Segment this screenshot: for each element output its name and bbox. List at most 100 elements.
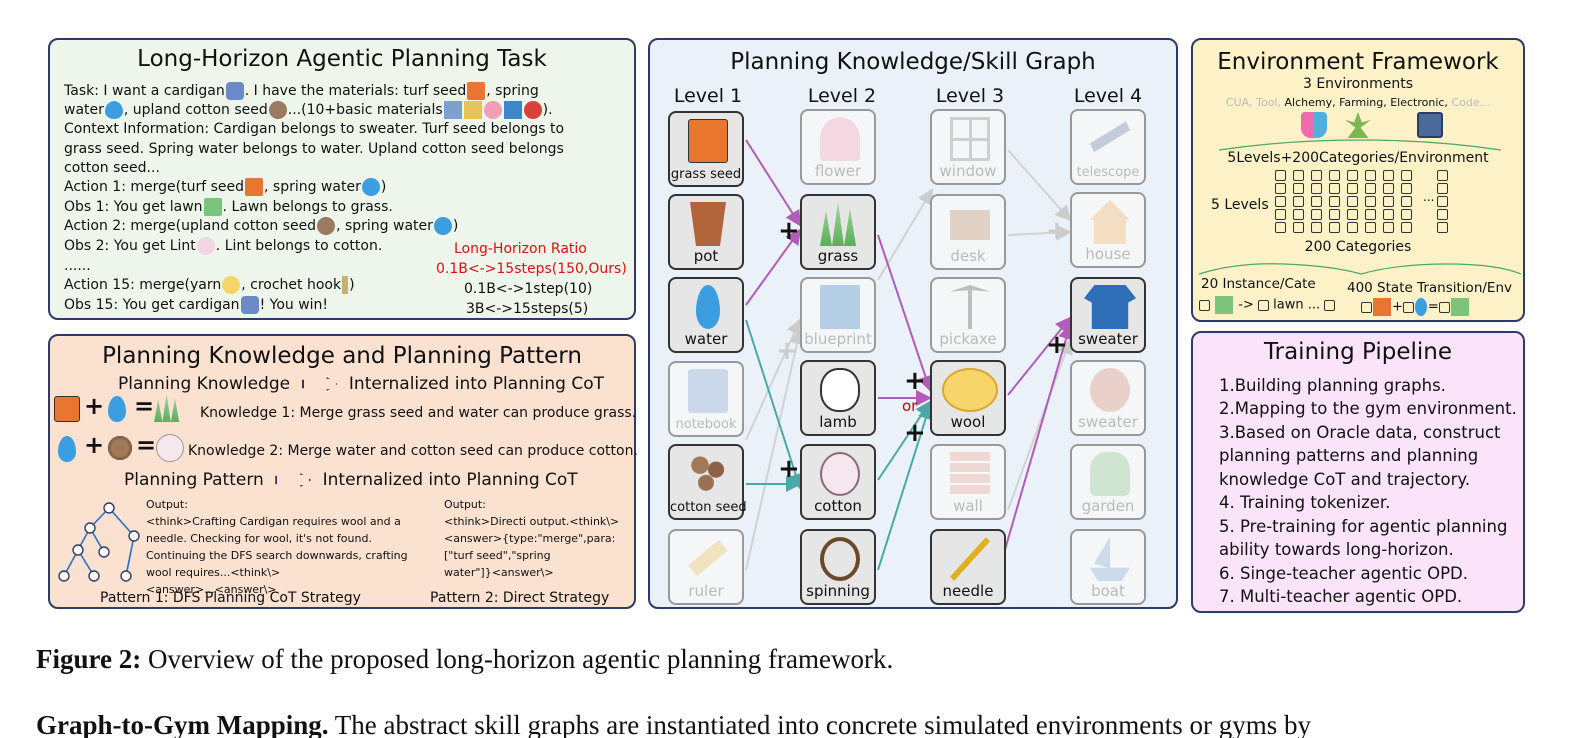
level-3-label: Level 3 xyxy=(935,85,1005,107)
task-title: Long-Horizon Agentic Planning Task xyxy=(137,46,547,72)
water-drop-icon xyxy=(1414,298,1427,316)
training-step: 5. Pre-training for agentic planning xyxy=(1219,517,1508,536)
obs-1-rest: . Lawn belongs to grass. xyxy=(222,199,393,215)
equals-symbol: = xyxy=(1427,299,1439,315)
node-label: telescope xyxy=(1076,165,1140,180)
cotton-seed-icon xyxy=(688,452,728,496)
node-grass[interactable]: grass xyxy=(800,194,876,270)
node-label: pot xyxy=(693,247,719,265)
output-1-line: needle. Checking for wool, it's not foun… xyxy=(146,532,372,545)
yarn-icon xyxy=(222,276,241,294)
training-step: 7. Multi-teacher agentic OPD. xyxy=(1219,587,1463,606)
obs-2-text: Obs 2: You get Lint xyxy=(64,238,196,254)
node-label: spinning xyxy=(806,582,870,600)
desk-icon xyxy=(950,210,990,240)
water-drop-icon xyxy=(696,285,720,329)
plus-symbol: + xyxy=(1046,216,1068,246)
notebook-icon xyxy=(688,369,728,413)
node-notebook[interactable]: notebook xyxy=(668,361,744,437)
category-square xyxy=(1437,170,1448,181)
body-label: Graph-to-Gym Mapping. xyxy=(36,710,329,738)
obs-2-line: Obs 2: You get Lint . Lint belongs to cot… xyxy=(64,237,382,256)
levels-categories: 5Levels+200Categories/Environment xyxy=(1227,150,1489,166)
training-step: planning patterns and planning xyxy=(1219,446,1479,465)
node-label: pickaxe xyxy=(939,330,997,348)
node-spinning[interactable]: spinning xyxy=(800,529,876,605)
node-cotton-seed[interactable]: cotton seed xyxy=(668,444,747,520)
arrow-icon: -> xyxy=(1238,297,1254,313)
node-pickaxe[interactable]: pickaxe xyxy=(930,277,1006,353)
node-desk[interactable]: desk xyxy=(930,194,1006,270)
node-flower[interactable]: flower xyxy=(800,109,876,185)
house-icon xyxy=(1090,200,1130,244)
node-wall[interactable]: wall xyxy=(930,444,1006,520)
category-square xyxy=(1293,196,1304,207)
pickaxe-icon xyxy=(950,285,990,329)
obs-1-text: Obs 1: You get lawn xyxy=(64,199,203,215)
training-step: 6. Singe-teacher agentic OPD. xyxy=(1219,564,1468,583)
knowledge-title: Planning Knowledge and Planning Pattern xyxy=(102,343,582,369)
cotton-icon xyxy=(156,434,184,462)
ellipsis-line: ...... xyxy=(64,258,91,274)
water-drop-icon xyxy=(108,396,126,422)
node-boat[interactable]: boat xyxy=(1070,529,1146,605)
category-square xyxy=(1275,209,1286,220)
node-blueprint[interactable]: blueprint xyxy=(800,277,876,353)
node-cotton[interactable]: cotton xyxy=(800,444,876,520)
action-2-water-text: , spring water xyxy=(336,218,433,234)
category-square xyxy=(1311,183,1322,194)
node-lamb[interactable]: lamb xyxy=(800,360,876,436)
node-needle[interactable]: needle xyxy=(930,529,1006,605)
window-icon xyxy=(950,117,990,161)
category-square xyxy=(1293,222,1304,233)
node-water[interactable]: water xyxy=(668,277,744,353)
action-1-line: Action 1: merge(turf seed, spring water) xyxy=(64,178,386,197)
dots-label: ... xyxy=(1307,297,1321,313)
category-square xyxy=(1383,209,1394,220)
turf-seed-icon xyxy=(54,396,80,422)
category-grid: (function(){ var g=document.currentScrip… xyxy=(1275,170,1455,242)
output-1-line: <think>Crafting Cardigan requires wool a… xyxy=(146,515,401,528)
env-title: Environment Framework xyxy=(1217,49,1499,75)
node-label: desk xyxy=(950,247,986,265)
wool-icon xyxy=(942,368,998,412)
node-sweater[interactable]: sweater xyxy=(1070,277,1146,353)
task-basic-materials-text: ...(10+basic materials xyxy=(287,102,443,118)
instance-label: 20 Instance/Cate xyxy=(1201,276,1316,292)
node-telescope[interactable]: telescope xyxy=(1070,109,1146,185)
plus-symbol: + xyxy=(778,454,800,484)
node-ruler[interactable]: ruler xyxy=(668,529,744,605)
node-window[interactable]: window xyxy=(930,109,1006,185)
node-grass-seed[interactable]: grass seed xyxy=(668,111,744,187)
node-sweater-2[interactable]: sweater xyxy=(1070,360,1146,436)
category-square xyxy=(1275,170,1286,181)
category-square xyxy=(1365,222,1376,233)
planning-knowledge-row: Planning Knowledge Internalized into Pla… xyxy=(118,375,604,394)
node-pot[interactable]: pot xyxy=(668,194,744,270)
task-line-1: Task: I want a cardigan. I have the mate… xyxy=(64,82,539,101)
node-wool[interactable]: wool xyxy=(930,360,1006,436)
boat-icon xyxy=(1090,537,1130,581)
category-square xyxy=(1275,196,1286,207)
obs-2-rest: . Lint belongs to cotton. xyxy=(215,238,383,254)
node-label: boat xyxy=(1091,582,1125,600)
internalized-label-2: Internalized into Planning CoT xyxy=(322,470,578,490)
output-block-2: Output: <think>Directi output.<think\> <… xyxy=(444,496,619,581)
notebook-icon xyxy=(443,101,462,119)
planning-pattern-label: Planning Pattern xyxy=(124,470,264,490)
cotton-seed-icon xyxy=(106,434,134,462)
node-house[interactable]: house xyxy=(1070,192,1146,268)
category-square xyxy=(1347,222,1358,233)
node-label: cotton seed xyxy=(670,500,747,515)
node-label: grass xyxy=(817,247,859,265)
output-2-line: water"]}<answer\> xyxy=(444,566,554,579)
arrow-right-icon xyxy=(301,377,338,391)
node-garden[interactable]: garden xyxy=(1070,444,1146,520)
category-square xyxy=(1383,222,1394,233)
context-line-3: cotton seed... xyxy=(64,160,160,176)
category-square xyxy=(1402,301,1414,313)
category-square xyxy=(1293,183,1304,194)
plus-symbol: + xyxy=(84,431,105,459)
category-square xyxy=(1293,170,1304,181)
pattern-2-label: Pattern 2: Direct Strategy xyxy=(430,590,610,606)
